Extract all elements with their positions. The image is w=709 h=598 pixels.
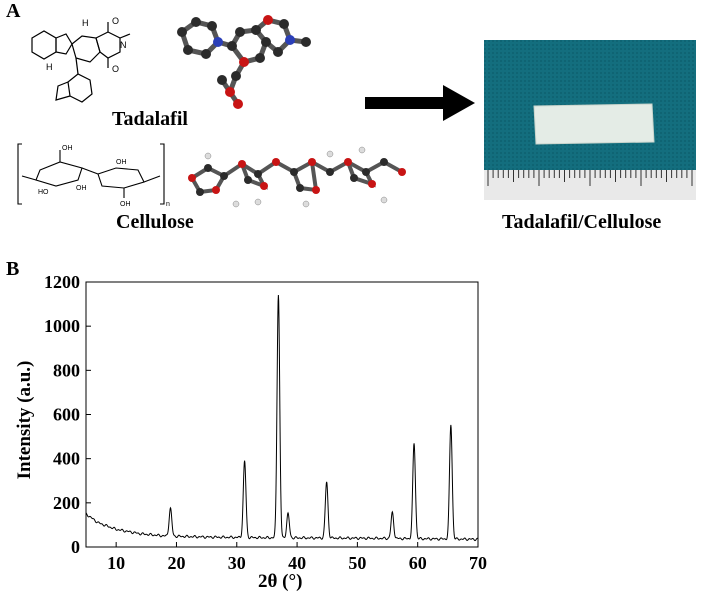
svg-text:O: O: [112, 16, 119, 26]
y-tick-label: 200: [53, 493, 80, 513]
arrow-right-icon: [365, 85, 475, 121]
cellulose-structure-icon: OH HO OH OH OH n: [17, 143, 170, 208]
x-tick-label: 50: [348, 553, 366, 570]
x-tick-label: 30: [228, 553, 246, 570]
cellulose-label: Cellulose: [116, 211, 194, 233]
y-tick-label: 800: [53, 360, 80, 380]
tadalafil-structure-icon: H H O O N: [31, 16, 131, 103]
panel-label-a: A: [6, 0, 21, 22]
svg-text:O: O: [112, 64, 119, 74]
panel-label-b: B: [6, 258, 20, 280]
svg-text:n: n: [166, 201, 170, 208]
y-tick-label: 400: [53, 449, 80, 469]
svg-text:OH: OH: [116, 159, 127, 166]
svg-text:H: H: [46, 62, 53, 72]
y-tick-label: 1200: [44, 272, 80, 292]
svg-text:N: N: [120, 40, 127, 50]
y-tick-label: 0: [71, 537, 80, 557]
tadalafil-label: Tadalafil: [112, 108, 188, 130]
xrd-chart: 10 20 30 40 50 60 70 0 200 400 600 800 1000 1200: [44, 272, 487, 570]
svg-text:HO: HO: [38, 189, 49, 196]
svg-text:H: H: [82, 18, 89, 28]
x-tick-label: 20: [167, 553, 185, 570]
y-tick-label: 1000: [44, 316, 80, 336]
tadalafil-ball-stick-icon: [177, 15, 311, 109]
cellulose-ball-stick-icon: [188, 146, 406, 208]
ruler-icon: [484, 170, 696, 200]
x-tick-label: 10: [107, 553, 125, 570]
y-tick-label: 600: [53, 405, 80, 425]
plot-frame: [85, 281, 479, 548]
svg-text:OH: OH: [76, 185, 87, 192]
x-tick-label: 60: [409, 553, 427, 570]
x-tick-label: 70: [469, 553, 487, 570]
xrd-series-line: [85, 294, 479, 542]
svg-text:OH: OH: [62, 145, 73, 152]
x-tick-label: 40: [288, 553, 306, 570]
svg-text:OH: OH: [120, 201, 131, 208]
tadalafil-cellulose-label: Tadalafil/Cellulose: [502, 211, 662, 233]
x-axis-label: 2θ (°): [258, 571, 303, 592]
